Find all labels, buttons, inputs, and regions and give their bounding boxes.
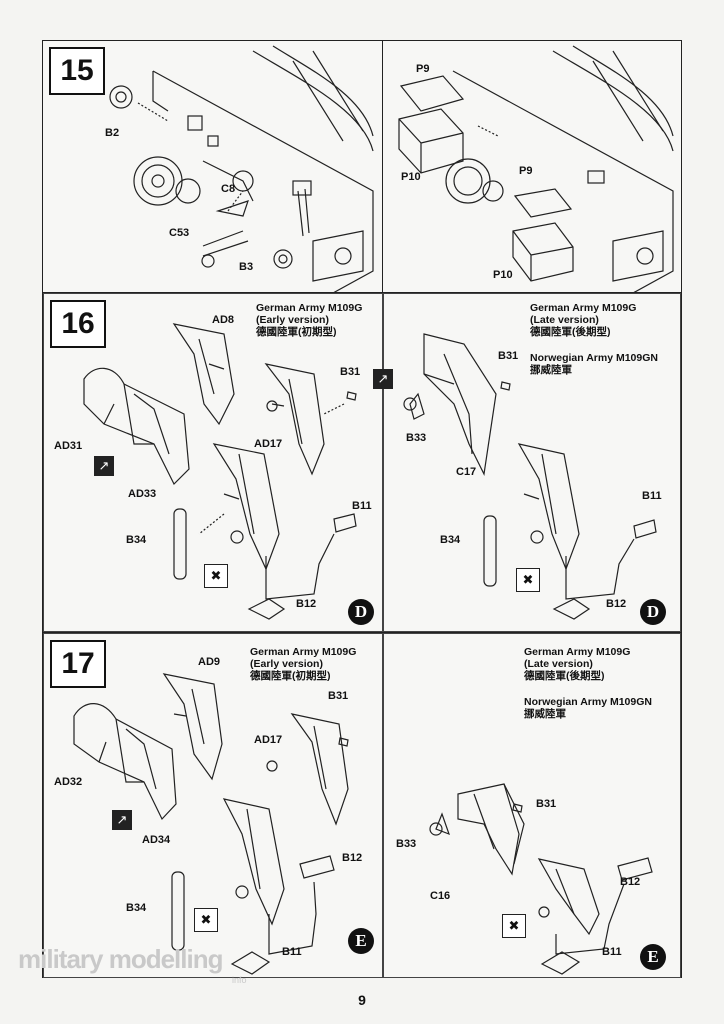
- part-label-b12: B12: [606, 598, 627, 610]
- step-number: 17: [50, 640, 106, 688]
- sub-assembly-e-circle: E: [348, 928, 374, 954]
- step-17-row: 17 German Army M109G (Early version) 德國陸…: [43, 633, 681, 978]
- part-label-b12: B12: [342, 852, 363, 864]
- part-label-b12: B12: [620, 876, 641, 888]
- part-label-ad32: AD32: [54, 776, 83, 788]
- watermark: military modelling: [18, 944, 223, 974]
- sub-assembly-d-circle: D: [348, 599, 374, 625]
- flip-over-icon: ↗: [94, 456, 114, 476]
- flip-over-icon: ↗: [373, 369, 393, 389]
- version-caption: German Army M109G (Early version) 德國陸軍(初…: [250, 646, 357, 682]
- stowage-boxes-late-drawing: [429, 783, 653, 975]
- step-15-row: 15: [43, 41, 681, 293]
- part-label-ad17: AD17: [254, 438, 283, 450]
- version-caption-norway: Norwegian Army M109GN 挪威陸軍: [530, 352, 658, 376]
- part-label-b12: B12: [296, 598, 317, 610]
- part-label-p10-lower: P10: [493, 269, 513, 281]
- version-caption: German Army M109G (Late version) 德國陸軍(後期…: [524, 646, 631, 682]
- stowage-boxes-early-drawing: [83, 323, 357, 620]
- watermark-suffix: info: [232, 975, 247, 985]
- part-label-ad17: AD17: [254, 734, 283, 746]
- stowage-boxes-early-drawing: [73, 673, 349, 975]
- part-label-c17: C17: [456, 466, 477, 478]
- part-label-b11: B11: [282, 946, 302, 958]
- part-label-ad33: AD33: [128, 488, 157, 500]
- glue-cement-icon: ✖: [516, 568, 540, 592]
- part-label-p9-upper: P9: [416, 63, 430, 75]
- part-label-b33: B33: [406, 432, 427, 444]
- part-label-b11: B11: [602, 946, 622, 958]
- stowage-boxes-late-drawing: [403, 333, 657, 620]
- step-17-right-panel: German Army M109G (Late version) 德國陸軍(後期…: [383, 633, 681, 978]
- flip-over-icon: ↗: [112, 810, 132, 830]
- version-caption-norway: Norwegian Army M109GN 挪威陸軍: [524, 696, 652, 720]
- version-caption: German Army M109G (Early version) 德國陸軍(初…: [256, 302, 363, 338]
- part-label-b31: B31: [328, 690, 349, 702]
- part-label-c8: C8: [221, 183, 236, 195]
- sub-assembly-e-circle: E: [640, 944, 666, 970]
- part-label-ad34: AD34: [142, 834, 171, 846]
- part-label-c53: C53: [169, 227, 190, 239]
- glue-cement-icon: ✖: [204, 564, 228, 588]
- part-label-b31: B31: [340, 366, 361, 378]
- sub-assembly-d-circle: D: [640, 599, 666, 625]
- glue-cement-icon: ✖: [194, 908, 218, 932]
- step-15-right-panel: P9 P10 P9 P10: [383, 41, 681, 293]
- part-label-b31: B31: [536, 798, 557, 810]
- step-number: 15: [49, 47, 105, 95]
- part-label-b33: B33: [396, 838, 417, 850]
- part-label-b31: B31: [498, 350, 519, 362]
- part-label-p9-lower: P9: [519, 165, 533, 177]
- part-label-b3: B3: [239, 261, 254, 273]
- part-label-ad9: AD9: [198, 656, 221, 668]
- part-label-b34: B34: [126, 902, 147, 914]
- step-16-right-panel: German Army M109G (Late version) 德國陸軍(後期…: [383, 293, 681, 632]
- step-number: 16: [50, 300, 106, 348]
- part-label-c16: C16: [430, 890, 451, 902]
- hull-side-with-boxes-drawing: [398, 45, 674, 293]
- step-15-left-panel: 15: [43, 41, 383, 293]
- part-label-b11: B11: [642, 490, 662, 502]
- instruction-frame: 15: [42, 40, 682, 978]
- part-label-b34: B34: [440, 534, 461, 546]
- part-label-b11: B11: [352, 500, 372, 512]
- part-label-b2: B2: [105, 127, 120, 139]
- step-16-left-panel: 16 German Army M109G (Early version) 德國陸…: [43, 293, 383, 632]
- part-label-ad8: AD8: [212, 314, 235, 326]
- version-caption: German Army M109G (Late version) 德國陸軍(後期…: [530, 302, 637, 338]
- part-label-p10-upper: P10: [401, 171, 421, 183]
- part-label-b34: B34: [126, 534, 147, 546]
- part-label-ad31: AD31: [54, 440, 83, 452]
- step-17-left-panel: 17 German Army M109G (Early version) 德國陸…: [43, 633, 383, 978]
- glue-cement-icon: ✖: [502, 914, 526, 938]
- hull-side-drawing: [109, 45, 374, 293]
- page-number: 9: [358, 992, 366, 1008]
- step-16-row: 16 German Army M109G (Early version) 德國陸…: [43, 293, 681, 633]
